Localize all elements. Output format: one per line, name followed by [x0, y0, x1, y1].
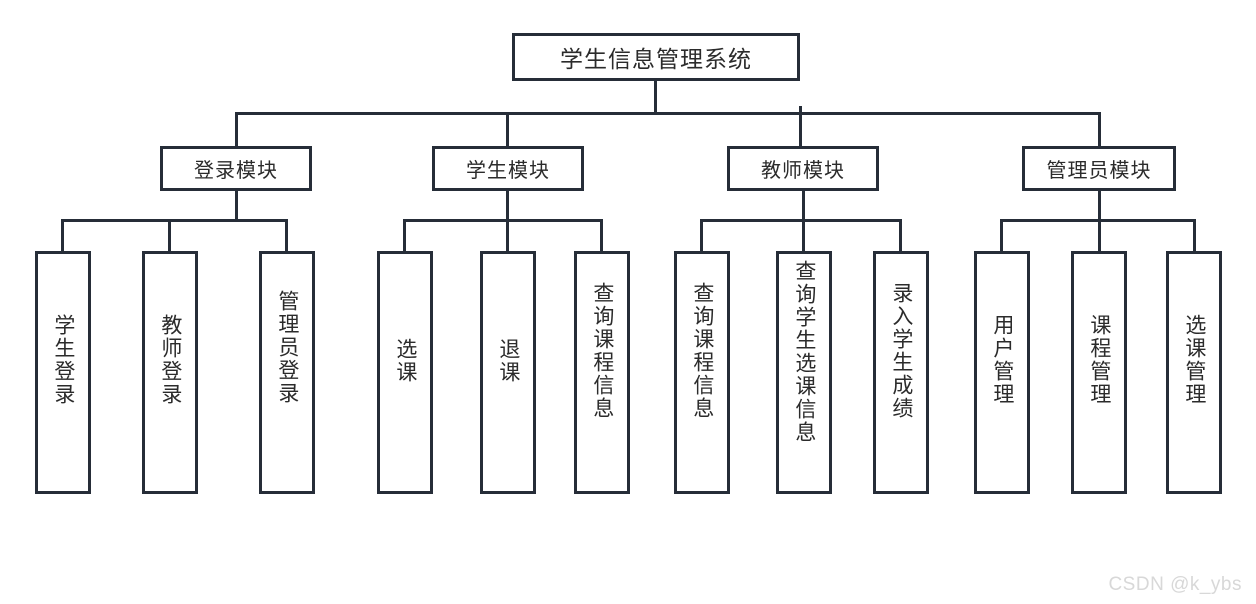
- node-leaf-course-management[interactable]: 课程管理: [1071, 251, 1127, 494]
- edge-root-stem: [654, 81, 657, 113]
- node-leaf-drop-course-label: 退课: [496, 338, 521, 384]
- node-leaf-query-student-selection[interactable]: 查询学生选课信息: [776, 251, 832, 494]
- edge-drop-0-0: [61, 219, 64, 252]
- edge-drop-0-1: [168, 219, 171, 252]
- edge-drop-2-0: [700, 219, 703, 252]
- node-leaf-drop-course[interactable]: 退课: [480, 251, 536, 494]
- node-leaf-course-management-label: 课程管理: [1087, 314, 1112, 406]
- node-leaf-query-course-info-teacher[interactable]: 查询课程信息: [674, 251, 730, 494]
- node-leaf-query-course-info-student-label: 查询课程信息: [590, 282, 615, 420]
- edge-teacher-tick: [799, 106, 802, 115]
- node-leaf-select-course-label: 选课: [393, 338, 418, 384]
- node-leaf-teacher-login[interactable]: 教师登录: [142, 251, 198, 494]
- edge-stem-group-1: [506, 191, 509, 222]
- edge-drop-3-1: [1098, 219, 1101, 252]
- edge-drop-module-0: [235, 112, 238, 147]
- edge-drop-module-3: [1098, 112, 1101, 147]
- node-leaf-teacher-login-label: 教师登录: [158, 314, 183, 406]
- node-leaf-student-login[interactable]: 学生登录: [35, 251, 91, 494]
- edge-drop-3-2: [1193, 219, 1196, 252]
- edge-drop-3-0: [1000, 219, 1003, 252]
- node-leaf-query-course-info-student[interactable]: 查询课程信息: [574, 251, 630, 494]
- edge-drop-2-1: [802, 219, 805, 252]
- node-module-student[interactable]: 学生模块: [432, 146, 584, 191]
- node-leaf-user-management-label: 用户管理: [990, 314, 1015, 406]
- node-module-teacher[interactable]: 教师模块: [727, 146, 879, 191]
- node-leaf-enter-grades[interactable]: 录入学生成绩: [873, 251, 929, 494]
- node-leaf-selection-management[interactable]: 选课管理: [1166, 251, 1222, 494]
- node-leaf-query-student-selection-label: 查询学生选课信息: [792, 260, 817, 444]
- edge-drop-0-2: [285, 219, 288, 252]
- edge-main-bus: [235, 112, 1101, 115]
- node-leaf-admin-login[interactable]: 管理员登录: [259, 251, 315, 494]
- node-module-admin[interactable]: 管理员模块: [1022, 146, 1176, 191]
- node-module-login-label: 登录模块: [194, 158, 278, 182]
- node-root-label: 学生信息管理系统: [560, 47, 752, 73]
- watermark: CSDN @k_ybs: [1108, 574, 1242, 595]
- node-module-student-label: 学生模块: [466, 158, 550, 182]
- edge-stem-group-3: [1098, 191, 1101, 222]
- node-leaf-enter-grades-label: 录入学生成绩: [889, 282, 914, 420]
- edge-stem-group-2: [802, 191, 805, 222]
- node-leaf-student-login-label: 学生登录: [51, 314, 76, 406]
- node-module-login[interactable]: 登录模块: [160, 146, 312, 191]
- node-leaf-selection-management-label: 选课管理: [1182, 314, 1207, 406]
- node-leaf-select-course[interactable]: 选课: [377, 251, 433, 494]
- edge-drop-module-1: [506, 112, 509, 147]
- edge-drop-1-0: [403, 219, 406, 252]
- edge-drop-1-1: [506, 219, 509, 252]
- node-leaf-admin-login-label: 管理员登录: [275, 290, 300, 405]
- edge-drop-1-2: [600, 219, 603, 252]
- node-module-teacher-label: 教师模块: [761, 158, 845, 182]
- edge-bus-group-1: [403, 219, 603, 222]
- node-module-admin-label: 管理员模块: [1046, 158, 1152, 182]
- edge-stem-group-0: [235, 191, 238, 222]
- edge-bus-group-0: [61, 219, 288, 222]
- edge-drop-module-2: [799, 112, 802, 147]
- node-leaf-query-course-info-teacher-label: 查询课程信息: [690, 282, 715, 420]
- edge-drop-2-2: [899, 219, 902, 252]
- edge-bus-group-2: [700, 219, 902, 222]
- node-root[interactable]: 学生信息管理系统: [512, 33, 800, 81]
- node-leaf-user-management[interactable]: 用户管理: [974, 251, 1030, 494]
